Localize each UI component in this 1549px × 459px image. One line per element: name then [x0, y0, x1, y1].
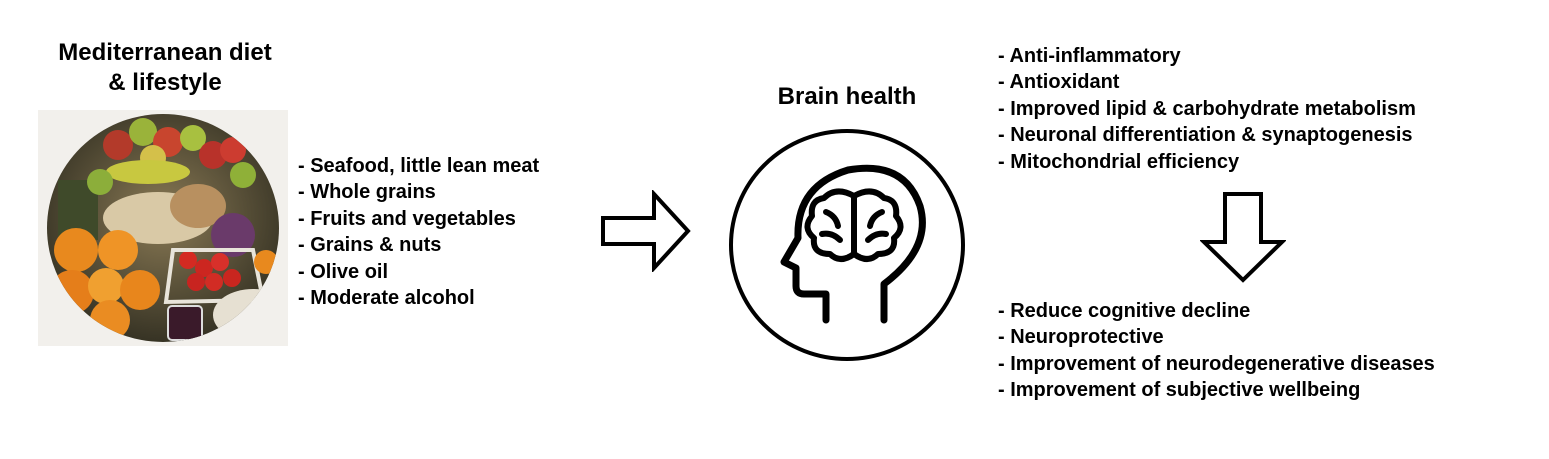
list-item: - Anti-inflammatory	[998, 45, 1181, 67]
list-item: - Neuroprotective	[998, 326, 1164, 349]
list-item: - Reduce cognitive decline	[998, 300, 1251, 322]
list-item: - Seafood, little lean meat	[298, 155, 540, 177]
list-item: - Moderate alcohol	[298, 287, 475, 310]
list-item: - Improvement of neurodegenerative disea…	[998, 352, 1435, 375]
mechanisms-list: - Anti-inflammatory - Antioxidant - Impr…	[998, 43, 1416, 175]
list-item: - Mitochondrial efficiency	[998, 150, 1240, 173]
list-item: - Neuronal differentiation & synaptogene…	[998, 124, 1413, 147]
list-item: - Improvement of subjective wellbeing	[998, 379, 1361, 402]
head-with-brain-icon	[729, 129, 965, 361]
down-arrow-icon	[1200, 192, 1286, 283]
foods-list: - Seafood, little lean meat - Whole grai…	[298, 153, 539, 311]
right-arrow-icon	[601, 190, 691, 272]
list-item: - Fruits and vegetables	[298, 207, 516, 230]
list-item: - Whole grains	[298, 181, 436, 204]
list-item: - Olive oil	[298, 260, 389, 283]
list-item: - Improved lipid & carbohydrate metaboli…	[998, 97, 1416, 120]
list-item: - Grains & nuts	[298, 234, 442, 257]
diet-title-line2: & lifestyle	[108, 69, 222, 96]
diet-title: Mediterranean diet & lifestyle	[20, 38, 310, 98]
diet-title-line1: Mediterranean diet	[58, 39, 272, 66]
brain-health-title: Brain health	[777, 83, 917, 110]
mediterranean-food-photo	[38, 110, 288, 346]
list-item: - Antioxidant	[998, 71, 1120, 94]
outcomes-list: - Reduce cognitive decline - Neuroprotec…	[998, 298, 1435, 404]
